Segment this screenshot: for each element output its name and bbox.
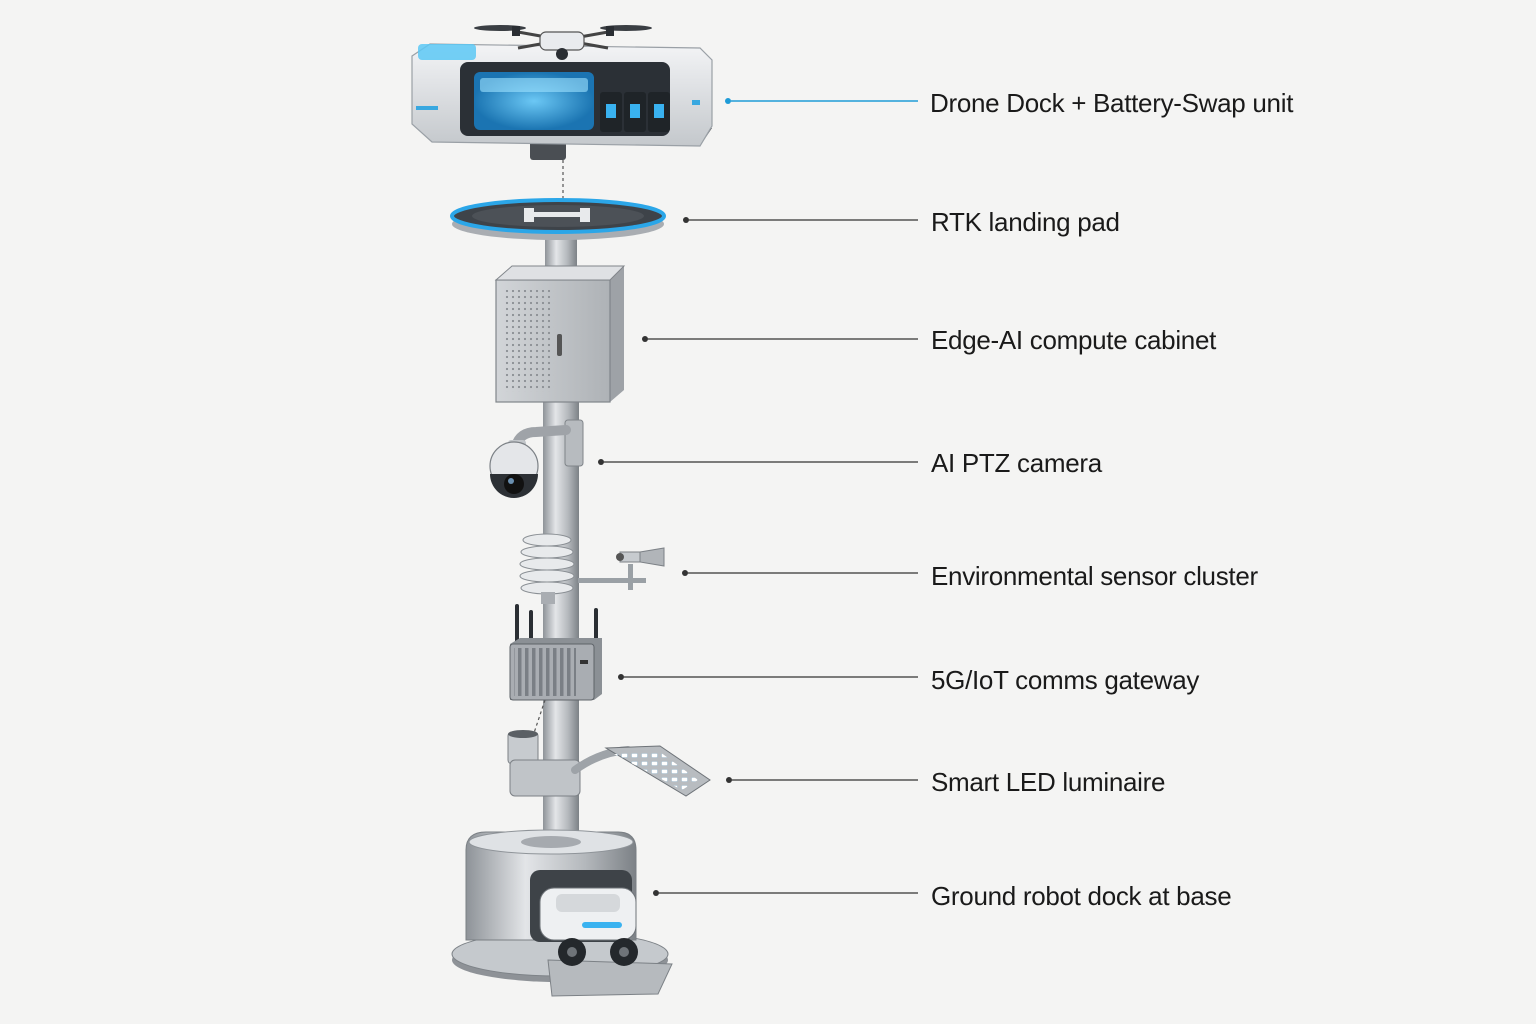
smart-led-luminaire [507,730,711,797]
dashed-cable-line [529,699,546,746]
comms-gateway [509,604,602,701]
label-drone-dock: Drone Dock + Battery-Swap unit [930,88,1294,118]
environmental-sensor-cluster [519,533,665,604]
leader-dot [682,570,688,576]
leader-dot [726,777,732,783]
label-smart-led-luminaire: Smart LED luminaire [931,767,1166,797]
drone-dock-unit [411,25,713,160]
label-rtk-landing-pad: RTK landing pad [931,207,1120,237]
leader-lines [598,98,918,896]
leader-dot [683,217,689,223]
leader-dot [653,890,659,896]
label-edge-ai-cabinet: Edge-AI compute cabinet [931,325,1217,355]
label-environmental-sensor-cluster: Environmental sensor cluster [931,561,1258,591]
leader-dot [725,98,731,104]
ai-ptz-camera [489,419,584,498]
ground-robot-icon [539,887,638,966]
battery-pack [600,92,670,132]
leader-dot [642,336,648,342]
leader-dot [598,459,604,465]
label-ground-robot-dock: Ground robot dock at base [931,881,1232,911]
label-comms-gateway: 5G/IoT comms gateway [931,665,1200,695]
ground-robot-dock [451,829,673,997]
leader-dot [618,674,624,680]
drone-icon [474,25,652,60]
edge-ai-cabinet [494,265,626,403]
rtk-landing-pad [450,198,666,240]
label-ai-ptz-camera: AI PTZ camera [931,448,1102,478]
